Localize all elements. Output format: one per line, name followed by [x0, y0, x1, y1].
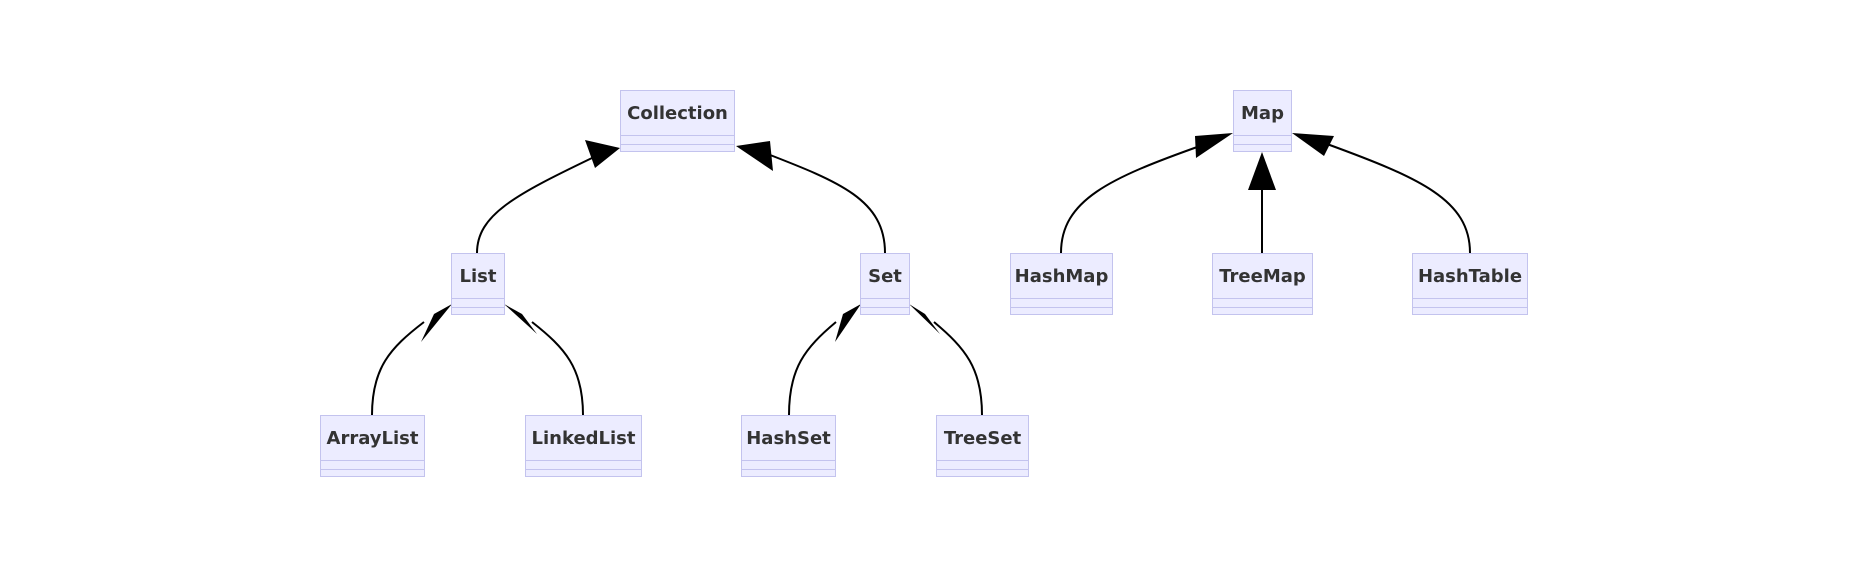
edge-line [1060, 145, 1201, 254]
methods-divider [937, 469, 1028, 470]
methods-divider [1413, 307, 1527, 308]
attributes-divider [861, 298, 909, 299]
attributes-divider [452, 298, 504, 299]
class-name: Collection [627, 102, 728, 124]
inheritance-arrowhead [1292, 133, 1334, 156]
inheritance-arrowhead [1248, 152, 1276, 190]
class-name: TreeMap [1219, 265, 1306, 287]
class-treeset: TreeSet [936, 415, 1029, 477]
methods-divider [861, 307, 909, 308]
class-name: Map [1241, 102, 1284, 124]
methods-divider [621, 144, 734, 145]
edge-hashset-set [788, 304, 861, 416]
methods-divider [1234, 144, 1291, 145]
class-name: TreeSet [943, 427, 1022, 449]
edge-line [1326, 143, 1471, 254]
edge-hashmap-map [1060, 133, 1233, 254]
edge-line [764, 152, 886, 254]
class-name: List [459, 265, 497, 287]
class-map: Map [1233, 90, 1292, 152]
class-name: Set [868, 265, 902, 287]
class-name: HashMap [1014, 265, 1109, 287]
edge-line [371, 321, 425, 416]
edge-treeset-set [909, 304, 983, 416]
methods-divider [1213, 307, 1312, 308]
attributes-divider [321, 460, 424, 461]
methods-divider [1011, 307, 1112, 308]
inheritance-arrowhead [909, 304, 940, 334]
inheritance-arrowhead [835, 304, 861, 342]
class-linkedlist: LinkedList [525, 415, 642, 477]
edge-hashtable-map [1292, 133, 1471, 254]
attributes-divider [1213, 298, 1312, 299]
class-arraylist: ArrayList [320, 415, 425, 477]
class-hashtable: HashTable [1412, 253, 1528, 315]
class-name: HashTable [1417, 265, 1523, 287]
inheritance-arrowhead [421, 304, 452, 342]
class-set: Set [860, 253, 910, 315]
class-collection: Collection [620, 90, 735, 152]
attributes-divider [937, 460, 1028, 461]
edge-arraylist-list [371, 304, 452, 416]
attributes-divider [526, 460, 641, 461]
methods-divider [526, 469, 641, 470]
attributes-divider [742, 460, 835, 461]
edge-set-collection [736, 141, 886, 254]
class-hashmap: HashMap [1010, 253, 1113, 315]
class-name: HashSet [746, 427, 831, 449]
inheritance-arrowhead [736, 141, 773, 171]
attributes-divider [1011, 298, 1112, 299]
inheritance-arrowhead [585, 140, 620, 168]
attributes-divider [621, 135, 734, 136]
class-hashset: HashSet [741, 415, 836, 477]
inheritance-arrowhead [504, 304, 537, 334]
edge-line [476, 157, 593, 254]
class-list: List [451, 253, 505, 315]
edge-treemap-map [1248, 152, 1276, 253]
edge-line [531, 321, 584, 416]
attributes-divider [1234, 135, 1291, 136]
attributes-divider [1413, 298, 1527, 299]
class-name: LinkedList [531, 427, 636, 449]
methods-divider [742, 469, 835, 470]
edge-list-collection [476, 140, 620, 254]
edge-line [933, 321, 983, 416]
edge-linkedlist-list [504, 304, 584, 416]
methods-divider [452, 307, 504, 308]
edge-line [788, 321, 837, 416]
class-treemap: TreeMap [1212, 253, 1313, 315]
methods-divider [321, 469, 424, 470]
class-name: ArrayList [326, 427, 419, 449]
inheritance-arrowhead [1195, 133, 1233, 158]
